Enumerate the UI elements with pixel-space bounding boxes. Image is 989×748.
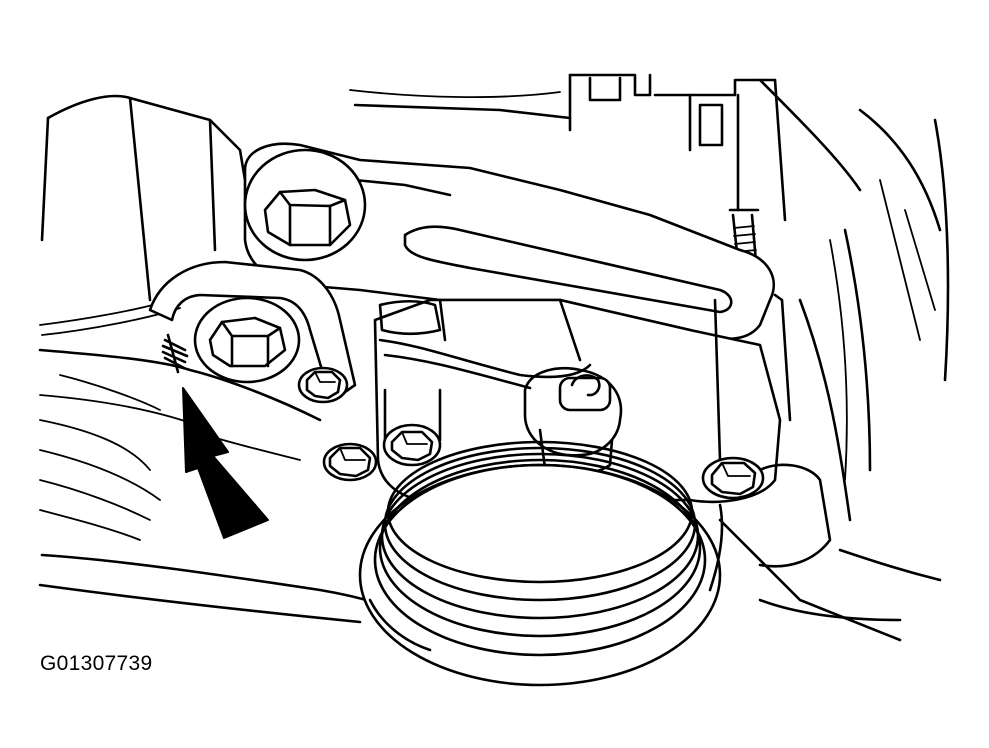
retaining-screw [161, 333, 189, 374]
pointer-arrow-icon [182, 387, 269, 539]
small-bolt-2 [322, 442, 378, 482]
lower-right-housing [718, 463, 942, 642]
figure-code: G01307739 [40, 652, 153, 675]
pulley [358, 440, 724, 687]
small-bolt-1 [297, 366, 349, 404]
small-bolt-3 [382, 388, 442, 467]
upper-hex-bolt [243, 148, 367, 262]
main-hex-bolt [193, 296, 301, 384]
upper-background [349, 73, 950, 522]
small-bolt-4 [701, 456, 765, 500]
mount-bracket [148, 260, 357, 394]
